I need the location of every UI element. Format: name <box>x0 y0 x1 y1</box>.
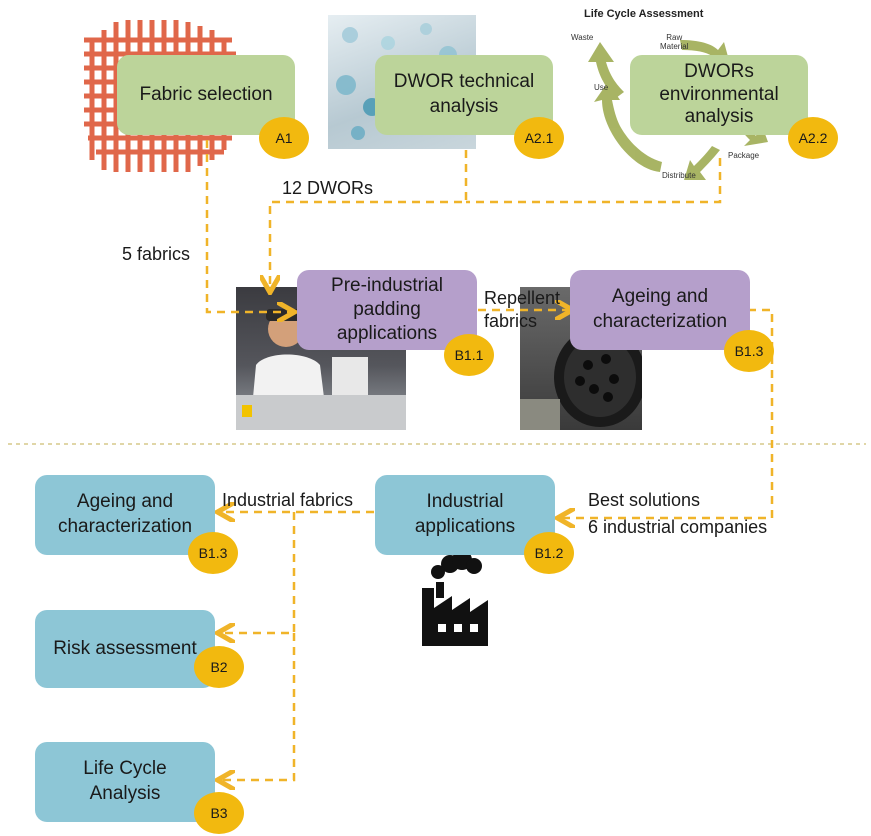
node-b12-badge: B1.2 <box>524 532 574 574</box>
node-b2-badge: B2 <box>194 646 244 688</box>
node-a21-dwor-technical-analysis: DWOR technical analysis <box>375 55 553 135</box>
lca-stage-use: Use <box>594 83 609 92</box>
node-b13-top-badge: B1.3 <box>724 330 774 372</box>
node-b3-life-cycle-analysis: Life Cycle Analysis <box>35 742 215 822</box>
node-a22-badge: A2.2 <box>788 117 838 159</box>
node-b13-label: Ageing and characterization <box>57 491 193 537</box>
node-b13-top-ageing-characterization: Ageing and characterization <box>570 270 750 350</box>
connector-to-b2 <box>220 512 296 633</box>
node-b11-pre-industrial-padding: Pre-industrial padding applications <box>297 270 477 350</box>
lca-title: Life Cycle Assessment <box>584 8 704 20</box>
node-b2-label: Risk assessment <box>53 637 197 659</box>
edge-label-repellent-fabrics: Repellent fabrics <box>484 288 561 331</box>
node-a21-label: DWOR technical analysis <box>393 71 535 117</box>
node-b12-label: Industrial applications <box>414 491 516 537</box>
lca-stage-package: Package <box>728 151 760 160</box>
node-a1-label: Fabric selection <box>139 83 273 105</box>
node-b13-badge: B1.3 <box>188 532 238 574</box>
node-b3-badge: B3 <box>194 792 244 834</box>
edge-label-5-fabrics: 5 fabrics <box>122 244 191 264</box>
node-b12-industrial-applications: Industrial applications <box>375 475 555 555</box>
edge-label-best-solutions: Best solutions <box>588 490 701 510</box>
node-a1-badge: A1 <box>259 117 309 159</box>
factory-icon <box>422 550 488 646</box>
node-b11-badge: B1.1 <box>444 334 494 376</box>
edge-label-12-dwors: 12 DWORs <box>282 178 374 198</box>
lca-stage-waste: Waste <box>571 33 594 42</box>
edge-label-industrial-companies: 6 industrial companies <box>588 517 768 537</box>
node-a21-badge: A2.1 <box>514 117 564 159</box>
lca-stage-distribute: Distribute <box>662 171 696 180</box>
node-a1-fabric-selection: Fabric selection <box>117 55 295 135</box>
node-b3-label: Life Cycle Analysis <box>83 758 167 804</box>
edge-label-industrial-fabrics: Industrial fabrics <box>222 490 354 510</box>
connector-a21-to-b11 <box>270 150 468 290</box>
node-b13-top-label: Ageing and characterization <box>592 286 728 332</box>
node-b13-ageing-characterization: Ageing and characterization <box>35 475 215 555</box>
node-b11-label: Pre-industrial padding applications <box>331 275 443 344</box>
node-a22-dwors-environmental-analysis: DWORs environmental analysis <box>630 55 808 135</box>
lca-stage-raw-material: Raw Material <box>660 33 689 51</box>
node-b2-risk-assessment: Risk assessment <box>35 610 215 688</box>
node-a22-label: DWORs environmental analysis <box>659 60 779 128</box>
